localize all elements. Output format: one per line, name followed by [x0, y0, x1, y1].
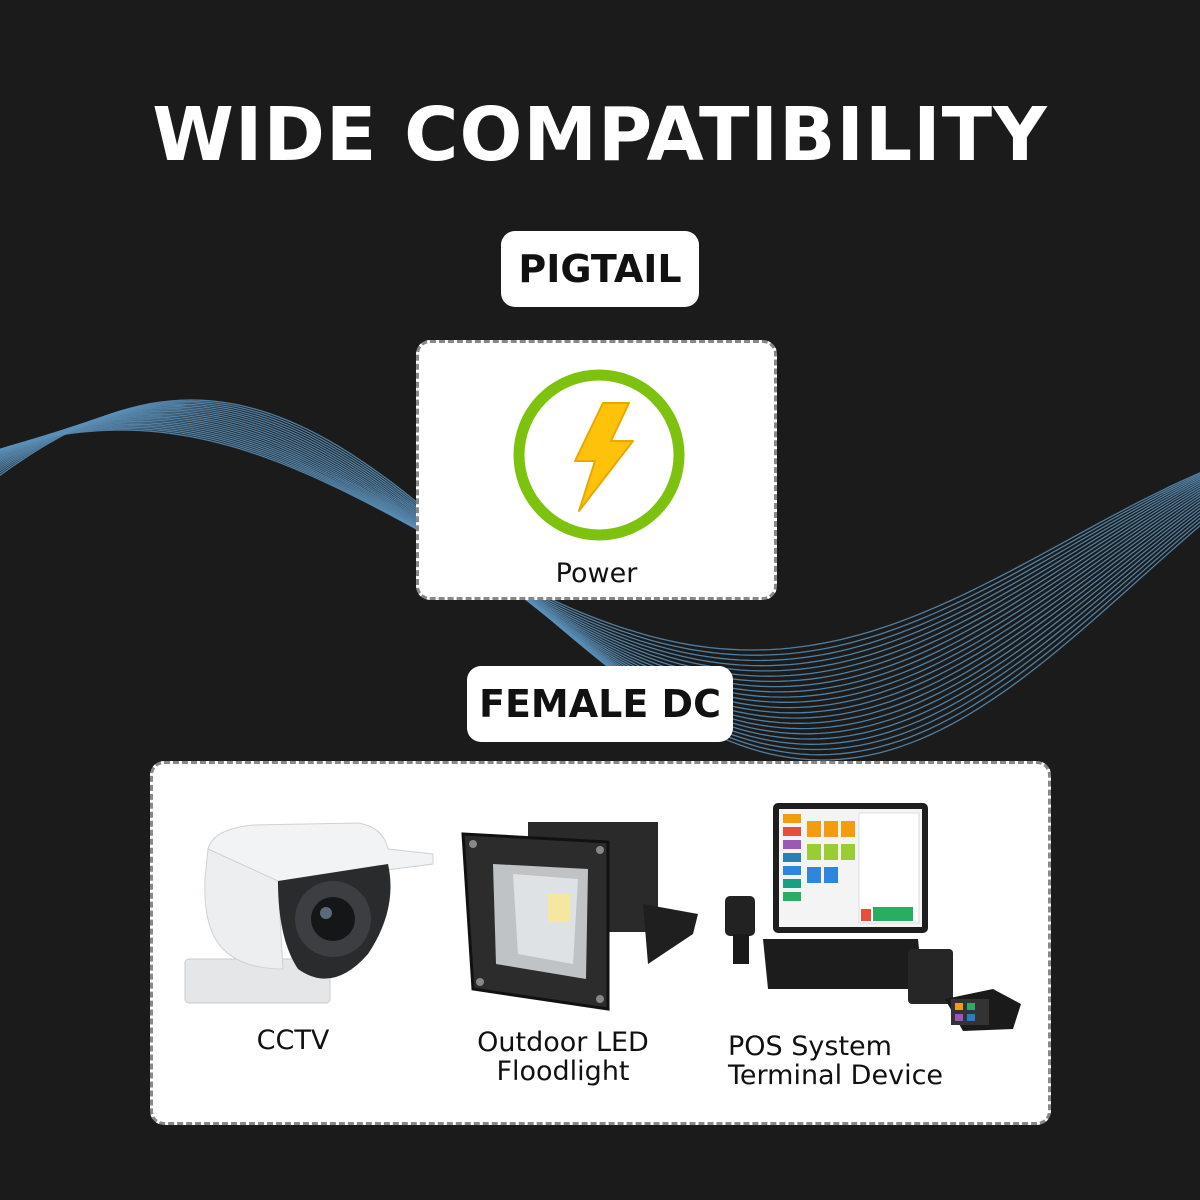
wave-line	[0, 417, 1200, 693]
cctv-camera-icon	[184, 822, 434, 1004]
floodlight-label-line1: Outdoor LED	[477, 1027, 649, 1058]
pos-label-line2: Terminal Device	[728, 1060, 944, 1091]
wave-line	[0, 422, 1200, 677]
page-title: WIDE COMPATIBILITY	[152, 92, 1048, 178]
wave-line	[0, 406, 1200, 735]
pos-label-line1: POS System	[728, 1031, 892, 1062]
wave-line	[0, 426, 1200, 662]
female-dc-badge: FEMALE DC	[467, 666, 733, 742]
wave-line	[0, 419, 1200, 688]
wave-line	[0, 412, 1200, 714]
wave-line	[0, 413, 1200, 709]
pigtail-badge: PIGTAIL	[501, 231, 699, 307]
wave-line	[0, 410, 1200, 719]
wave-line	[0, 405, 1200, 740]
floodlight-label-line2: Floodlight	[496, 1056, 630, 1087]
wave-line	[0, 416, 1200, 698]
wave-line	[0, 407, 1200, 730]
wave-line	[0, 399, 1200, 761]
floodlight-icon	[461, 822, 698, 1011]
wave-line	[0, 429, 1200, 651]
female-dc-card: CCTV Outdoor LED Floodlight	[150, 761, 1051, 1125]
wave-line	[0, 423, 1200, 672]
pos-label: POS System Terminal Device	[728, 1032, 1028, 1090]
power-bolt-icon	[513, 369, 685, 541]
wave-line	[0, 425, 1200, 667]
wave-line	[0, 420, 1200, 683]
wave-line	[0, 415, 1200, 703]
floodlight-label: Outdoor LED Floodlight	[453, 1028, 673, 1086]
wave-line	[0, 427, 1200, 656]
power-card: Power	[416, 340, 777, 600]
power-label: Power	[555, 558, 638, 589]
wave-line	[0, 403, 1200, 745]
pos-terminal-icon	[725, 803, 1021, 1031]
cctv-label: CCTV	[256, 1025, 330, 1056]
wave-line	[0, 402, 1200, 751]
wave-line	[0, 409, 1200, 724]
